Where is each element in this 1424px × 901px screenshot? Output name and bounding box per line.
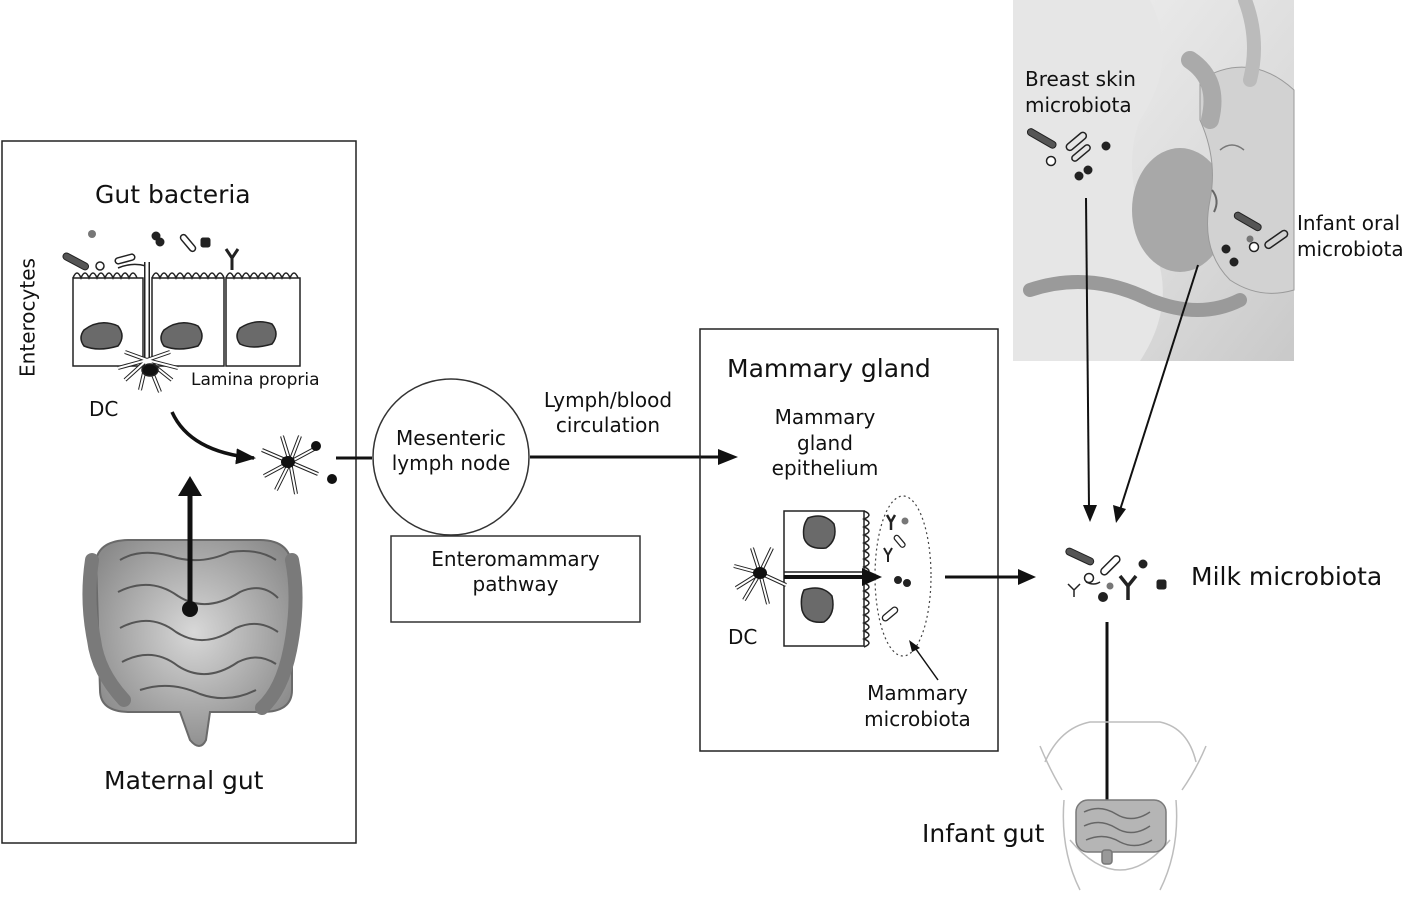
maternal-gut-panel — [1, 140, 357, 844]
dendritic-cell-lamina — [117, 262, 179, 393]
oral-to-milk-arrow — [1119, 264, 1199, 511]
gut-bacteria-label: Gut bacteria — [95, 180, 251, 209]
migrating-dendritic-cell — [261, 435, 337, 495]
infant-oral-bacteria — [1221, 211, 1289, 267]
mammary-microbiota-label: Mammary microbiota — [864, 681, 971, 731]
infant-gut-label: Infant gut — [922, 819, 1045, 848]
mammary-microbiota-pointer — [912, 644, 939, 681]
mammary-microbiota-region — [874, 495, 932, 657]
skin-to-milk-arrow — [1085, 197, 1090, 509]
infant-oral-microbiota-label: Infant oral microbiota — [1297, 211, 1404, 261]
maternal-gut-label: Maternal gut — [104, 766, 264, 795]
maternal-gut-illustration — [82, 539, 303, 747]
enteromammary-pathway-box — [390, 535, 641, 623]
dc-migration-arrow — [170, 411, 256, 465]
mesenteric-lymph-node-label: Mesenteric lymph node — [391, 426, 511, 475]
mesenteric-lymph-node — [372, 378, 530, 536]
mammary-bacteria — [881, 514, 911, 622]
mammary-dendritic-cell — [733, 547, 787, 605]
enterocytes-label: Enterocytes — [15, 258, 40, 377]
milk-microbiota-label: Milk microbiota — [1191, 562, 1383, 591]
breastfeeding-illustration — [1013, 0, 1295, 361]
breast-skin-microbiota-label: Breast skin microbiota — [1025, 67, 1136, 117]
dc-right-label: DC — [728, 625, 758, 649]
enteromammary-pathway-label: Enteromammary pathway — [431, 547, 600, 596]
breast-skin-bacteria — [1026, 128, 1111, 181]
gut-bacteria-cluster — [62, 230, 240, 271]
mammary-gland-title: Mammary gland — [727, 354, 931, 383]
mammary-gland-epithelium-label: Mammary gland epithelium — [771, 405, 879, 481]
dc-left-label: DC — [89, 397, 119, 421]
lamina-propria-label: Lamina propria — [191, 370, 320, 390]
lymph-blood-circulation-label: Lymph/blood circulation — [543, 388, 673, 437]
infant-illustration — [1039, 721, 1207, 891]
enterocyte-cells — [72, 272, 301, 367]
milk-bacteria — [1065, 547, 1167, 602]
mammary-gland-panel — [699, 328, 999, 752]
